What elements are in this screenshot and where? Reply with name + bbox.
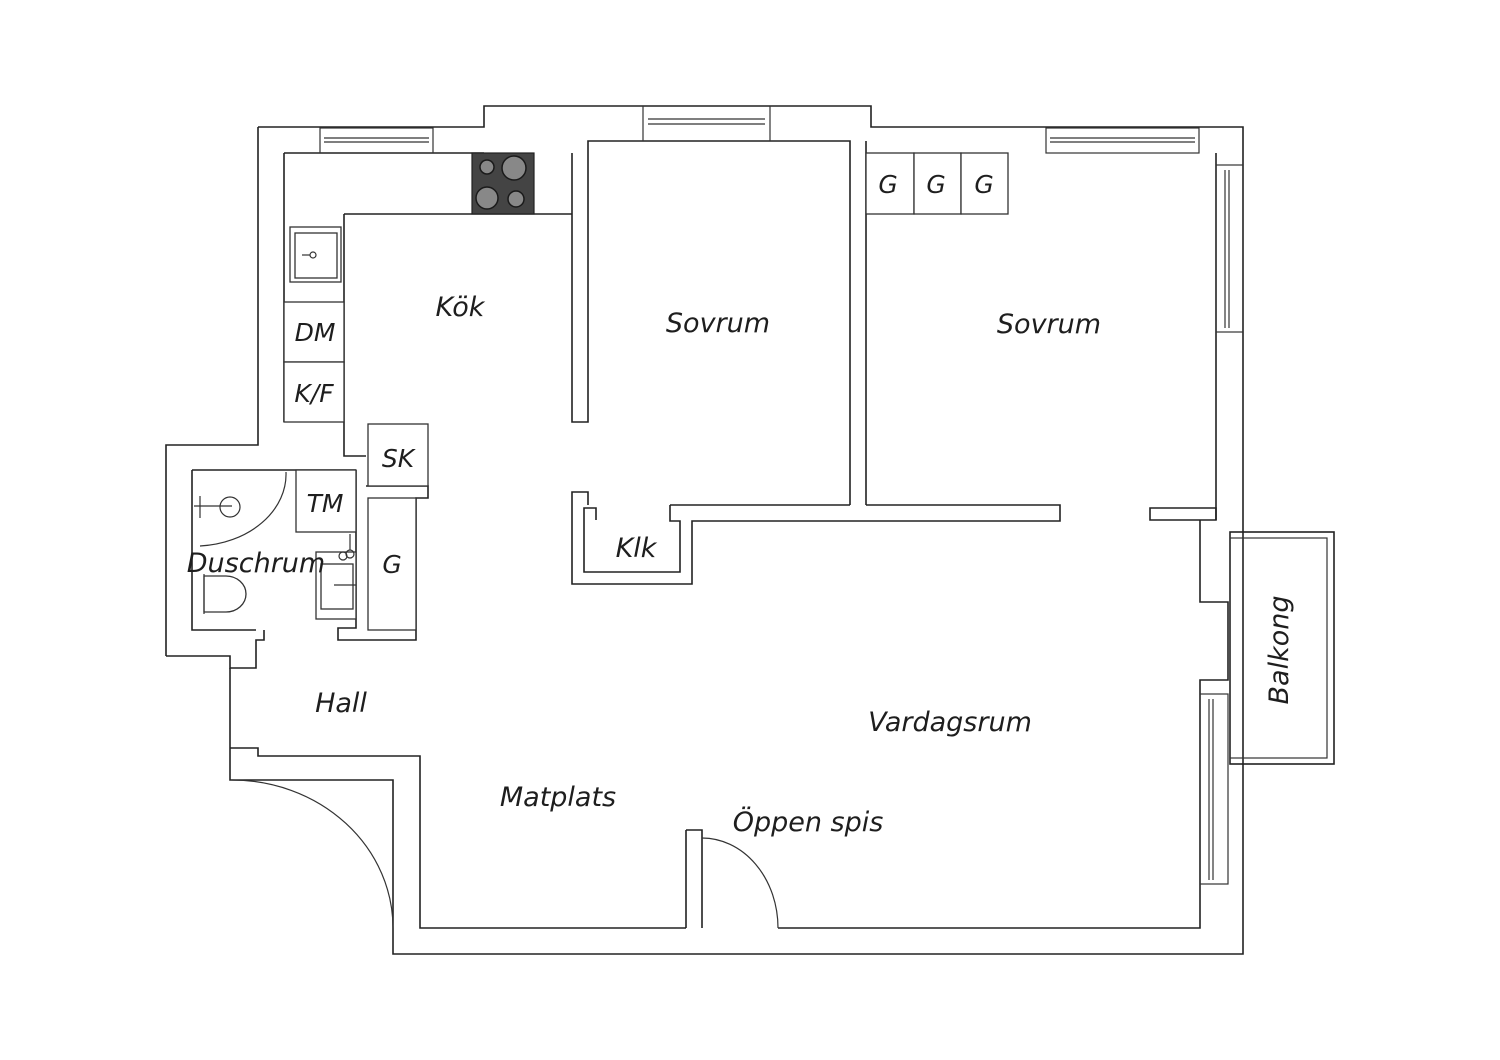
window-icon <box>1215 164 1244 333</box>
unit-label-washing-machine: TM <box>307 489 344 518</box>
unit-label-dishwasher: DM <box>295 318 336 347</box>
room-label-dining: Matplats <box>500 782 616 813</box>
window-icon <box>319 127 434 154</box>
wardrobe-units <box>865 152 1009 215</box>
unit-label-hall-wardrobe: G <box>382 550 401 579</box>
hall-wardrobe <box>367 497 417 631</box>
door-swing-icon <box>701 837 779 929</box>
room-label-hall: Hall <box>315 688 367 719</box>
stove-hob-icon <box>471 152 535 215</box>
room-label-bedroom-2: Sovrum <box>997 309 1101 340</box>
washing-machine-unit <box>295 469 357 533</box>
unit-label-fridge-freezer: K/F <box>294 379 334 408</box>
kitchen-sink-icon <box>289 226 342 283</box>
unit-label-cabinet: SK <box>382 444 417 473</box>
kitchen-units <box>283 301 429 487</box>
window-icon <box>642 105 771 142</box>
window-icon <box>1199 693 1229 885</box>
room-label-living-room: Vardagsrum <box>868 707 1032 738</box>
room-label-fireplace: Öppen spis <box>733 806 884 838</box>
window-icon <box>1045 127 1200 154</box>
balcony <box>1229 531 1335 765</box>
outer-walls <box>165 105 1244 955</box>
washbasin-icon <box>315 534 357 620</box>
room-label-kitchen: Kök <box>436 292 486 323</box>
interior-walls <box>192 140 1217 928</box>
room-label-balcony: Balkong <box>1264 596 1295 705</box>
shower-icon <box>194 471 287 547</box>
unit-label-wardrobe-3: G <box>974 170 993 199</box>
unit-label-wardrobe-2: G <box>926 170 945 199</box>
room-label-closet: Klk <box>616 533 658 564</box>
door-swing-icon <box>231 779 394 929</box>
toilet-icon <box>203 574 247 614</box>
room-label-bedroom-1: Sovrum <box>666 308 770 339</box>
room-label-shower-room: Duschrum <box>187 548 325 579</box>
unit-label-wardrobe-1: G <box>878 170 897 199</box>
